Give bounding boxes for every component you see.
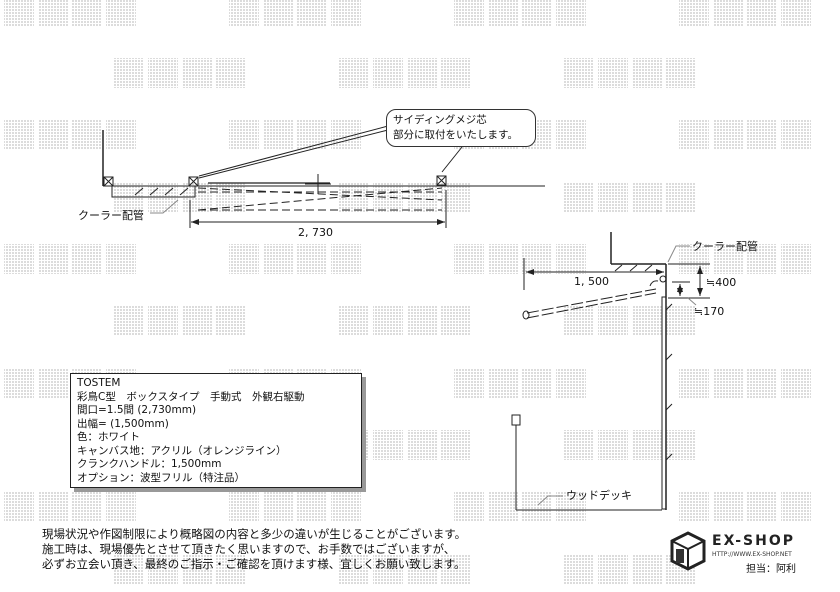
callout-line-1: サイディングメジ芯 [393, 114, 487, 126]
spec-line: 出幅= (1,500mm) [77, 417, 169, 430]
spec-line: TOSTEM [77, 377, 121, 389]
ex-shop-logo: EX-SHOP HTTP://WWW.EX-SHOP.NET 担当：阿利 [668, 527, 818, 577]
logo-url: HTTP://WWW.EX-SHOP.NET [712, 551, 792, 558]
anchor-box-mid [188, 176, 199, 187]
logo-name: EX-SHOP [712, 533, 795, 549]
height-dimension-400: ≒400 [706, 276, 737, 289]
height-dimension-170: ≒170 [694, 305, 725, 318]
plan-width-dimension: 2, 730 [298, 226, 333, 239]
spec-line: オプション：波型フリル（特注品） [77, 471, 245, 484]
projection-dimension: 1, 500 [574, 275, 609, 288]
side-view [511, 232, 710, 511]
callout-line-2: 部分に取付をいたします。 [393, 129, 518, 141]
note-line: 現場状況や作図制限により概略図の内容と多少の違いが生じることがございます。 [42, 527, 467, 541]
plan-view [102, 125, 545, 228]
anchor-box-left [103, 176, 114, 187]
note-line: 施工時は、現場優先とさせて頂きたく思いますので、お手数ではございますが、 [42, 542, 456, 556]
side-pipe-label: クーラー配管 [692, 240, 758, 253]
note-line: 必ずお立会い頂き、最終のご指示・ご確認を頂けます様、宜しくお願い致します。 [42, 557, 466, 571]
anchor-box-right [436, 175, 447, 186]
deck-label: ウッドデッキ [566, 489, 632, 502]
spec-box: TOSTEM 彩鳥C型 ボックスタイプ 手動式 外観右駆動 間口=1.5間 (2… [70, 373, 362, 488]
spec-line: 間口=1.5間 (2,730mm) [77, 404, 197, 416]
spec-line: 色：ホワイト [77, 431, 140, 443]
spec-line: 彩鳥C型 ボックスタイプ 手動式 外観右駆動 [77, 390, 305, 403]
cube-logo-icon [670, 531, 706, 571]
plan-pipe-label: クーラー配管 [78, 209, 144, 222]
spec-line: クランクハンドル：1,500mm [77, 458, 222, 470]
spec-line: キャンバス地：アクリル（オレンジライン） [77, 444, 287, 457]
mounting-callout: サイディングメジ芯 部分に取付をいたします。 [386, 109, 536, 147]
staff-name: 担当：阿利 [746, 564, 796, 575]
notes: 現場状況や作図制限により概略図の内容と多少の違いが生じることがございます。 施工… [42, 527, 466, 572]
